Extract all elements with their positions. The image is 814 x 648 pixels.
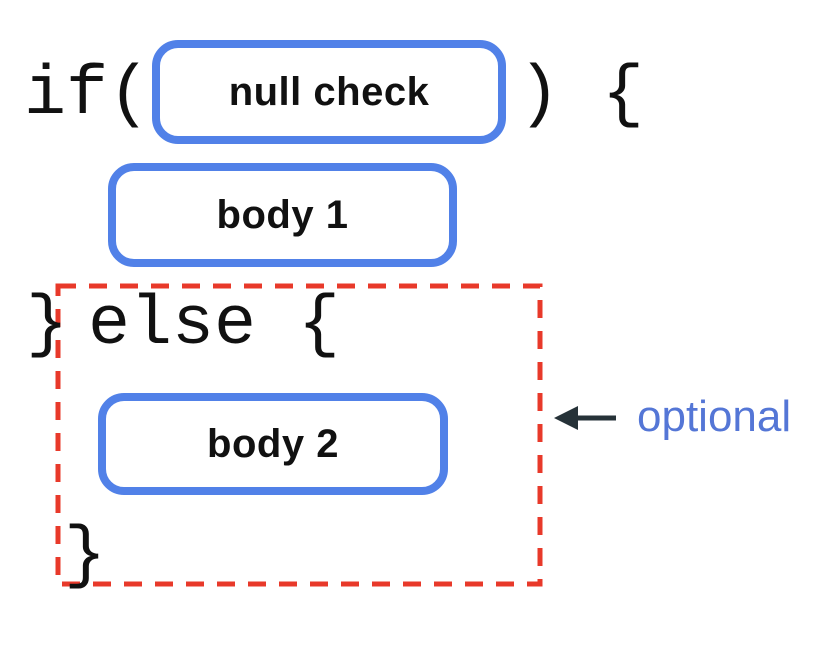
code-final-brace: }	[64, 517, 107, 596]
left-arrow-icon	[554, 406, 616, 430]
body2-box: body 2	[98, 393, 448, 495]
optional-region-outline	[55, 283, 543, 587]
code-close-brace: }	[26, 286, 69, 365]
optional-label: optional	[637, 392, 792, 441]
body2-label: body 2	[207, 421, 339, 466]
code-else-open: else {	[88, 286, 341, 365]
code-if-open: if(	[24, 56, 151, 135]
code-if-close: ) {	[518, 56, 645, 135]
null-check-label: null check	[228, 69, 430, 114]
null-check-box: null check	[152, 40, 506, 144]
body1-box: body 1	[108, 163, 457, 267]
body1-label: body 1	[216, 192, 349, 237]
dashed-rectangle	[55, 283, 543, 587]
